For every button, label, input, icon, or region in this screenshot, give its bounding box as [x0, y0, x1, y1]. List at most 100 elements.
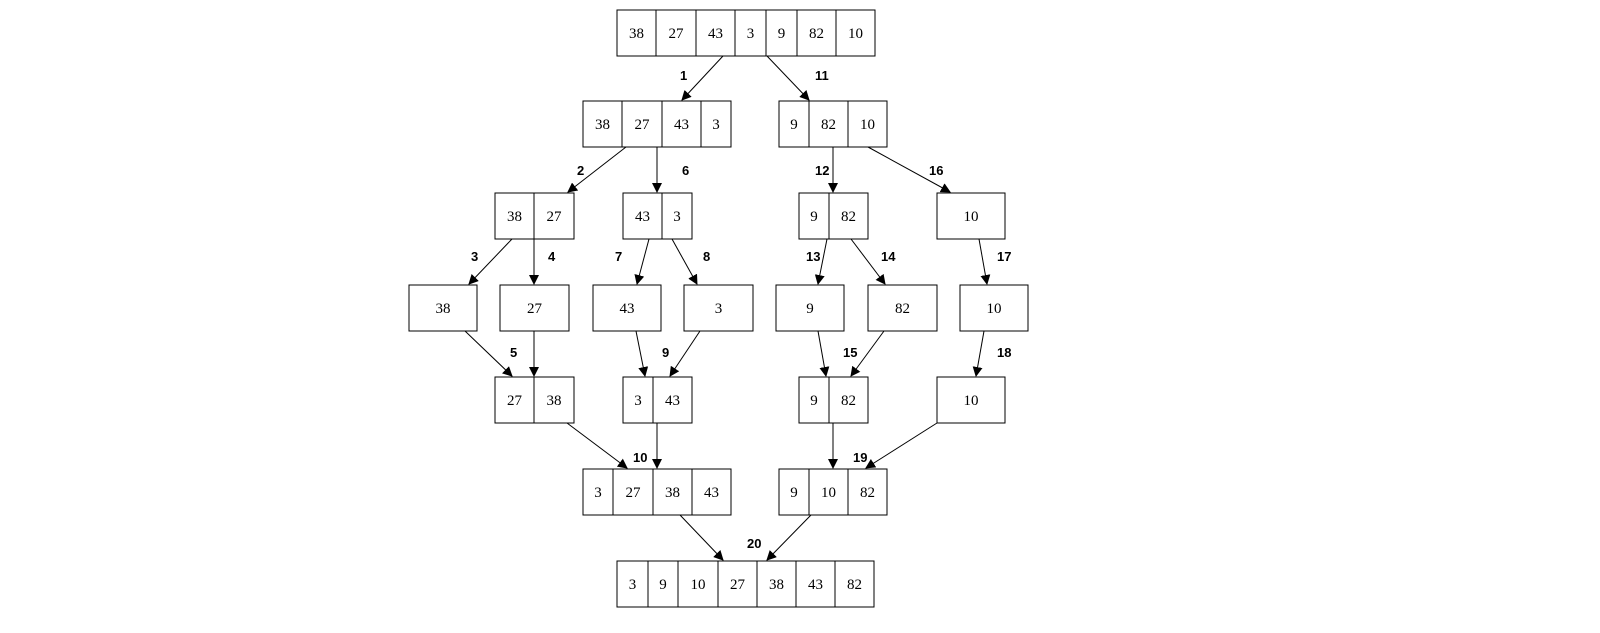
array-cell-value: 9 [810, 209, 818, 225]
array-node-n10: 3 [683, 284, 754, 332]
step-number-label: 14 [881, 249, 896, 264]
array-cell-value: 38 [547, 393, 562, 409]
array-cell-value: 9 [790, 485, 798, 501]
array-node-n7: 38 [408, 284, 478, 332]
arrow-edge [865, 422, 938, 469]
array-cell-box [616, 9, 657, 57]
array-cell-value: 9 [810, 393, 818, 409]
array-cell-box [647, 560, 679, 608]
array-cell-box [828, 376, 869, 424]
array-cell-value: 3 [712, 117, 720, 133]
array-cell-value: 9 [806, 301, 814, 317]
array-cell-value: 3 [673, 209, 681, 225]
step-number-label: 3 [471, 249, 478, 264]
step-number-label: 20 [747, 536, 761, 551]
array-cell-value: 3 [747, 26, 755, 42]
array-cell-value: 10 [987, 301, 1002, 317]
array-cell-value: 82 [895, 301, 910, 317]
array-cell-value: 27 [547, 209, 563, 225]
array-cell-box [622, 376, 654, 424]
array-cell-box [798, 192, 830, 240]
step-number-label: 11 [815, 68, 829, 83]
array-cell-box [808, 468, 849, 516]
arrow-edge [972, 330, 985, 377]
array-cell-box [867, 284, 938, 332]
array-cell-box [533, 192, 575, 240]
arrow-edge [867, 146, 951, 193]
arrow-edge [635, 330, 649, 377]
array-cell-box [700, 100, 732, 148]
array-cell-value: 82 [841, 393, 856, 409]
arrow-edge [566, 422, 628, 469]
array-node-n13: 10 [959, 284, 1029, 332]
step-number-label: 15 [843, 345, 857, 360]
step-number-label: 10 [633, 450, 647, 465]
array-cell-value: 10 [691, 577, 706, 593]
array-cell-box [494, 376, 535, 424]
array-node-n12: 82 [867, 284, 938, 332]
arrow-edge [850, 238, 886, 285]
array-cell-value: 3 [715, 301, 723, 317]
array-cell-value: 82 [809, 26, 824, 42]
array-cell-value: 38 [629, 26, 644, 42]
arrow-edge [671, 238, 698, 285]
array-cell-value: 38 [436, 301, 451, 317]
array-cell-box [959, 284, 1029, 332]
array-cell-box [834, 560, 875, 608]
array-cell-value: 27 [626, 485, 642, 501]
array-cell-value: 10 [848, 26, 863, 42]
array-cell-value: 9 [790, 117, 798, 133]
array-cell-box [734, 9, 767, 57]
array-cell-box [835, 9, 876, 57]
arrow-edge [464, 330, 513, 377]
array-cell-value: 38 [507, 209, 522, 225]
array-node-n9: 43 [592, 284, 662, 332]
array-cell-box [677, 560, 719, 608]
array-cell-value: 43 [704, 485, 719, 501]
step-number-label: 1 [680, 68, 687, 83]
array-node-n4: 43 3 [622, 192, 693, 240]
arrow-edge [814, 238, 828, 285]
step-number-label: 7 [615, 249, 622, 264]
array-cell-value: 82 [821, 117, 836, 133]
array-cell-value: 3 [634, 393, 642, 409]
array-cell-value: 43 [635, 209, 650, 225]
step-number-label: 2 [577, 163, 584, 178]
arrow-edge [681, 55, 724, 101]
array-node-n3: 38 27 [494, 192, 575, 240]
array-cell-value: 9 [659, 577, 667, 593]
step-number-label: 12 [815, 163, 829, 178]
arrow-edge [567, 146, 627, 193]
array-cell-box [533, 376, 575, 424]
array-cell-value: 38 [665, 485, 680, 501]
array-cell-box [847, 100, 888, 148]
step-number-label: 6 [682, 163, 689, 178]
arrow-edge [817, 330, 830, 377]
array-cell-box [622, 192, 663, 240]
step-number-label: 16 [929, 163, 943, 178]
array-cell-box [796, 9, 837, 57]
array-cell-box [582, 468, 614, 516]
array-cell-box [494, 192, 535, 240]
array-cell-value: 9 [778, 26, 786, 42]
edges-layer [464, 55, 991, 561]
arrow-edge [978, 238, 991, 285]
array-cell-value: 38 [769, 577, 784, 593]
step-number-label: 8 [703, 249, 710, 264]
step-number-label: 5 [510, 345, 517, 360]
array-cell-box [408, 284, 478, 332]
array-cell-box [778, 100, 810, 148]
array-cell-value: 82 [841, 209, 856, 225]
array-cell-value: 10 [964, 209, 979, 225]
step-number-label: 19 [853, 450, 867, 465]
array-cell-value: 82 [860, 485, 875, 501]
array-cell-value: 10 [860, 117, 875, 133]
array-cell-box [756, 560, 797, 608]
